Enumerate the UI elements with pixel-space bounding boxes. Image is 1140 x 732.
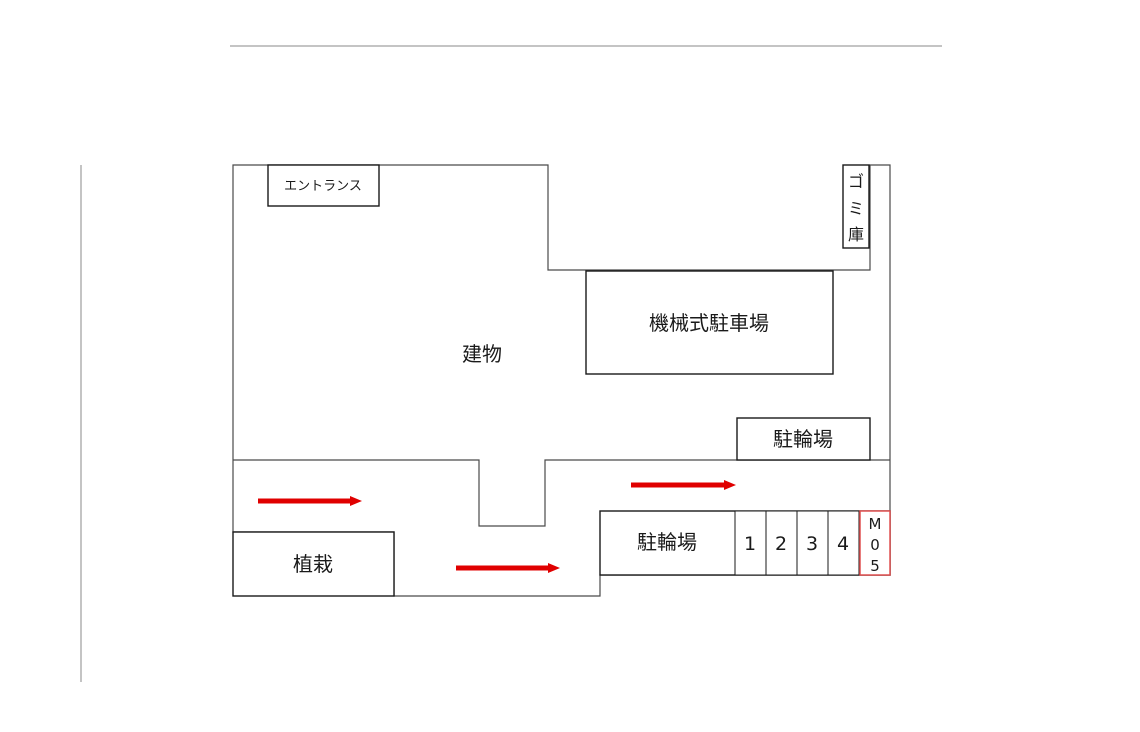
highlighted-slot-char-2: 0 (870, 536, 880, 554)
slot-4 (827, 510, 860, 576)
highlighted-slot-char-1: M (869, 515, 882, 533)
arrow-right-icon (258, 496, 362, 506)
slot-2-label: 2 (775, 533, 787, 555)
arrow-right-icon (456, 563, 560, 573)
highlighted-slot-char-3: 5 (870, 557, 880, 575)
bicycle-parking-lower-label: 駐輪場 (637, 530, 697, 554)
garbage-label-2: ミ (848, 199, 864, 218)
slot-4-label: 4 (837, 533, 849, 555)
direction-arrows (258, 480, 736, 573)
entrance-label: エントランス (284, 179, 362, 194)
highlighted-slot-m05 (859, 510, 891, 576)
planting-box (232, 531, 395, 597)
planting-label: 植栽 (293, 552, 333, 576)
bicycle-parking-upper-label: 駐輪場 (773, 427, 833, 451)
garbage-storage-box (842, 164, 870, 249)
bicycle-parking-upper-box (736, 417, 871, 461)
building-bottom-edge (233, 459, 890, 527)
garbage-label-1: ゴ (848, 172, 864, 191)
entrance-box (267, 164, 380, 207)
slot-3-label: 3 (806, 533, 818, 555)
mechanical-parking-box (585, 270, 834, 375)
building-label: 建物 (462, 342, 502, 366)
garbage-label-3: 庫 (848, 225, 864, 244)
slot-1 (734, 510, 767, 576)
arrow-right-icon (631, 480, 736, 490)
slot-1-label: 1 (744, 533, 756, 555)
mechanical-parking-label: 機械式駐車場 (649, 311, 769, 335)
